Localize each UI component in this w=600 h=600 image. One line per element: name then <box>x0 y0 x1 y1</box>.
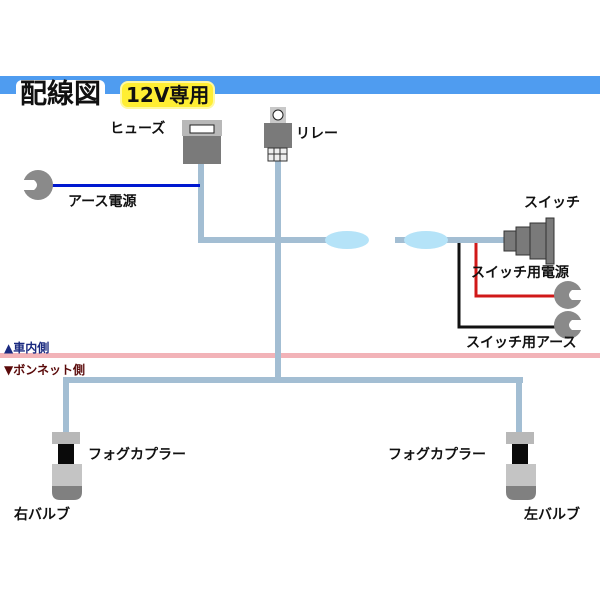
ground-wire <box>52 184 200 187</box>
ground-terminal-icon <box>22 170 53 200</box>
switch-power-label: スイッチ用電源 <box>471 265 569 281</box>
right-bulb-label: 右バルブ <box>14 507 70 523</box>
zone-divider-line <box>0 353 600 358</box>
switch-ground-wire <box>457 243 556 329</box>
left-bulb-coupler-icon <box>506 432 536 500</box>
fog-coupler-left-label: フォグカプラー <box>388 447 486 463</box>
voltage-badge: 12V専用 <box>122 83 214 107</box>
switch-icon <box>503 217 555 265</box>
bonnet-zone-label: ▼ボンネット側 <box>4 363 85 377</box>
fog-coupler-right-label: フォグカプラー <box>88 447 186 463</box>
switch-ground-label: スイッチ用アース <box>466 335 577 351</box>
switch-power-wire <box>474 243 556 298</box>
fuse-icon <box>182 120 222 164</box>
interior-zone-label: ▲車内側 <box>4 341 50 355</box>
page-title: 配線図 <box>16 80 105 110</box>
switch-ground-terminal-icon <box>554 311 584 339</box>
ground-power-label: アース電源 <box>68 194 137 210</box>
relay-label: リレー <box>296 126 338 142</box>
inline-connector-2 <box>404 231 448 249</box>
right-bulb-coupler-icon <box>52 432 82 500</box>
switch-power-terminal-icon <box>554 281 584 309</box>
left-bulb-label: 左バルブ <box>524 507 580 523</box>
inline-connector-1 <box>325 231 369 249</box>
relay-icon <box>264 107 292 162</box>
switch-label: スイッチ <box>524 195 580 211</box>
fuse-label: ヒューズ <box>110 121 166 137</box>
harness-wires <box>63 160 523 432</box>
